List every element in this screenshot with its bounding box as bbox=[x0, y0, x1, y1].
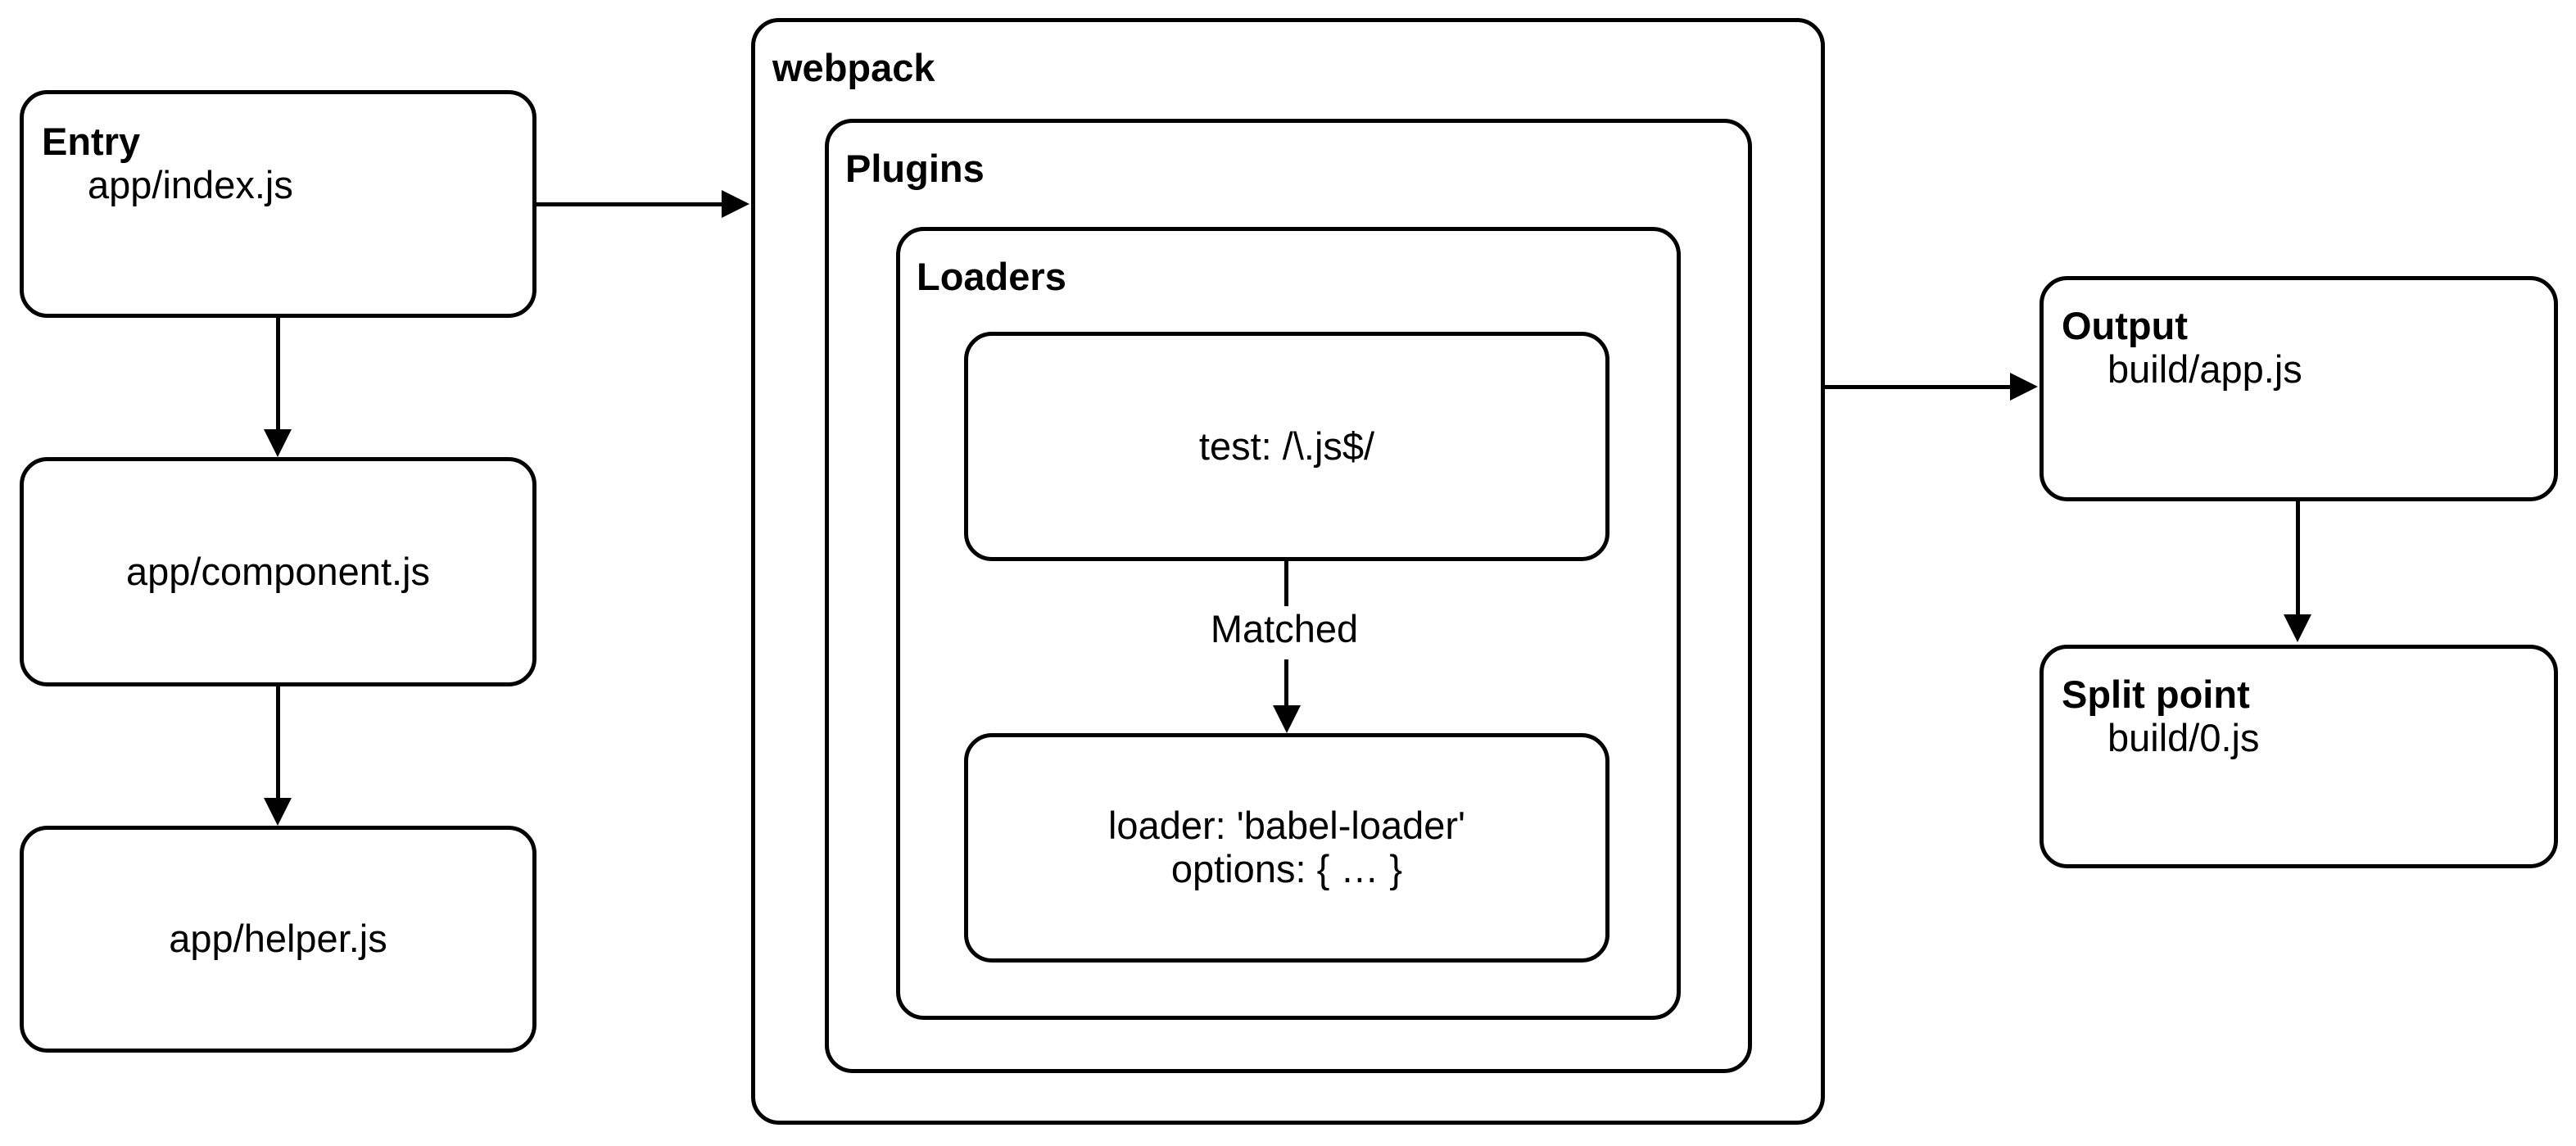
entry-title: Entry bbox=[42, 120, 141, 163]
container-loaders[interactable] bbox=[896, 227, 1681, 1020]
edge-entry-to-webpack bbox=[536, 202, 723, 206]
loaders-label: Loaders bbox=[917, 255, 1066, 298]
edge-component-to-helper bbox=[276, 686, 280, 799]
arrowhead-output-to-split-point bbox=[2284, 614, 2311, 642]
loader-rule-line2: options: { … } bbox=[1170, 847, 1403, 890]
arrowhead-entry-to-webpack bbox=[722, 190, 749, 218]
node-entry[interactable]: Entry app/index.js bbox=[20, 90, 536, 318]
node-test-rule[interactable]: test: /\.js$/ bbox=[964, 332, 1609, 561]
edge-webpack-to-output bbox=[1825, 385, 2012, 389]
edge-test-to-matched bbox=[1284, 561, 1288, 606]
app-helper-value: app/helper.js bbox=[169, 917, 387, 961]
split-point-title: Split point bbox=[2062, 673, 2250, 716]
loader-rule-line1: loader: 'babel-loader' bbox=[1107, 804, 1465, 848]
output-value: build/app.js bbox=[2107, 347, 2302, 391]
output-title: Output bbox=[2062, 304, 2188, 347]
edge-matched-to-loader bbox=[1284, 659, 1288, 707]
arrowhead-entry-to-component bbox=[264, 429, 292, 457]
output-label-block: Output build/app.js bbox=[2062, 304, 2302, 391]
test-rule-value: test: /\.js$/ bbox=[1198, 424, 1375, 468]
split-point-value: build/0.js bbox=[2107, 715, 2260, 759]
split-point-label-block: Split point build/0.js bbox=[2062, 673, 2260, 759]
node-app-helper[interactable]: app/helper.js bbox=[20, 826, 536, 1053]
node-output[interactable]: Output build/app.js bbox=[2040, 276, 2558, 501]
plugins-label: Plugins bbox=[845, 147, 985, 190]
arrowhead-matched-to-loader bbox=[1273, 705, 1301, 733]
node-split-point[interactable]: Split point build/0.js bbox=[2040, 645, 2558, 868]
arrowhead-component-to-helper bbox=[264, 798, 292, 826]
matched-label: Matched bbox=[1161, 606, 1407, 651]
arrowhead-webpack-to-output bbox=[2010, 373, 2038, 401]
container-plugins[interactable] bbox=[825, 119, 1752, 1073]
app-component-value: app/component.js bbox=[125, 549, 431, 593]
edge-output-to-split-point bbox=[2296, 501, 2300, 616]
webpack-label: webpack bbox=[772, 46, 935, 89]
node-app-component[interactable]: app/component.js bbox=[20, 457, 536, 686]
entry-value: app/index.js bbox=[88, 162, 293, 206]
container-webpack[interactable] bbox=[751, 18, 1825, 1125]
edge-entry-to-component bbox=[276, 318, 280, 431]
node-loader-rule[interactable]: loader: 'babel-loader' options: { … } bbox=[964, 733, 1609, 963]
entry-label-block: Entry app/index.js bbox=[42, 120, 293, 206]
